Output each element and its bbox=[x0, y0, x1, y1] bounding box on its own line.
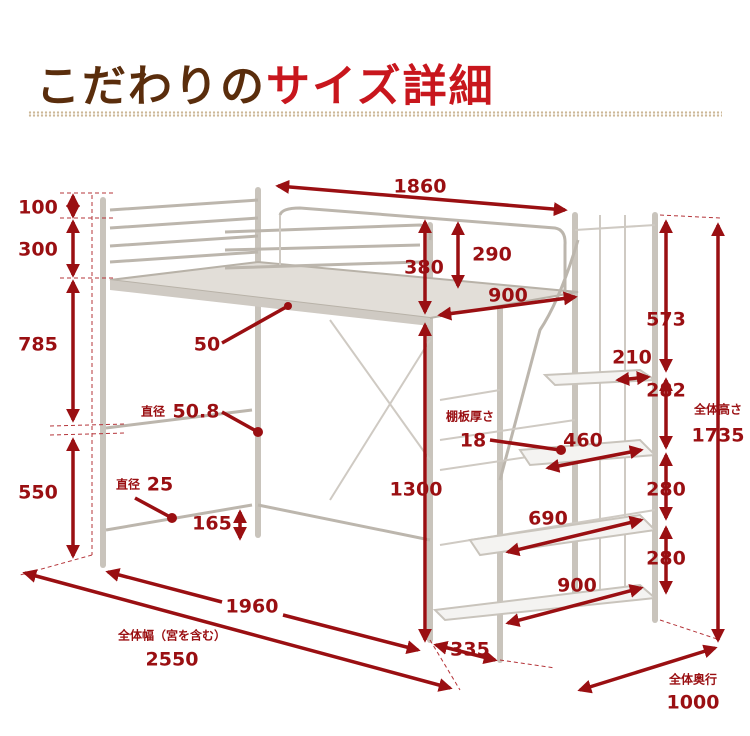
dim-stair-depth: 335 bbox=[450, 639, 490, 661]
dim-slat-pitch: 50 bbox=[194, 334, 220, 356]
dim-clearance: 1300 bbox=[390, 479, 443, 501]
dimension-arrows bbox=[22, 179, 725, 694]
total-width-label: 全体幅（宮を含む） bbox=[117, 628, 226, 643]
dim-bed-length: 1860 bbox=[394, 176, 447, 198]
dim-ladder-guard: 380 bbox=[404, 257, 444, 279]
dim-shelf-thickness: 18 bbox=[460, 430, 486, 452]
pipe-label-2: 直径 bbox=[116, 477, 140, 492]
dim-lower-section: 550 bbox=[18, 482, 58, 504]
dim-shelf-690: 690 bbox=[528, 508, 568, 530]
dim-total-height: 1735 bbox=[692, 425, 745, 447]
dotted-divider bbox=[28, 111, 722, 117]
dim-under-frame: 785 bbox=[18, 334, 58, 356]
dim-pipe-diameter-1: 50.8 bbox=[173, 401, 220, 423]
dim-step-282: 282 bbox=[646, 380, 686, 402]
dim-pipe-diameter-2: 25 bbox=[147, 474, 173, 496]
dim-guard-inner: 290 bbox=[472, 244, 512, 266]
dim-total-depth: 1000 bbox=[667, 692, 720, 714]
title-part1: こだわりの bbox=[36, 61, 266, 112]
dim-frame-length: 1960 bbox=[226, 596, 279, 618]
dimension-labels: 100 300 785 550 1860 290 380 900 573 210… bbox=[18, 176, 744, 714]
dim-bed-width: 900 bbox=[488, 285, 528, 307]
pipe-label-1: 直径 bbox=[141, 404, 165, 419]
dim-stair-top: 573 bbox=[646, 309, 686, 331]
total-depth-label: 全体奥行 bbox=[668, 672, 717, 687]
dim-shelf-900: 900 bbox=[557, 575, 597, 597]
shelf-thickness-label: 棚板厚さ bbox=[446, 409, 494, 424]
dim-step-280a: 280 bbox=[646, 479, 686, 501]
dim-bar-height: 165 bbox=[192, 513, 232, 535]
total-height-label: 全体高さ bbox=[693, 402, 742, 417]
dim-total-width: 2550 bbox=[146, 649, 199, 671]
dim-top-rail: 100 bbox=[18, 197, 58, 219]
dim-step-280b: 280 bbox=[646, 548, 686, 570]
dim-step-210: 210 bbox=[612, 347, 652, 369]
title-part2: サイズ詳細 bbox=[266, 61, 495, 112]
dim-shelf-460: 460 bbox=[563, 430, 603, 452]
dim-guard-height: 300 bbox=[18, 239, 58, 261]
page-title: こだわりのサイズ詳細 bbox=[36, 50, 495, 114]
